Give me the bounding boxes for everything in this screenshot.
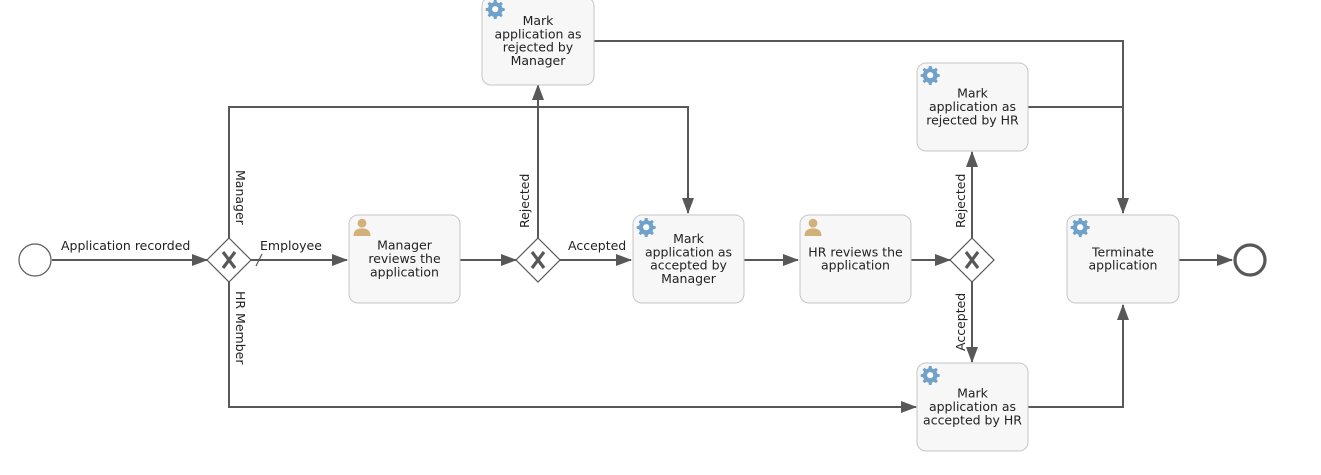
label-hr-rejected: Rejected [953,174,968,228]
task-label-line: rejected by [503,40,574,55]
flow-rejected-mgr-to-terminate [594,40,1129,214]
label-hr-member: HR Member [233,291,248,365]
flow-employee-default-marker [255,253,263,267]
task-box [799,214,912,304]
gear-icon [920,366,940,385]
task-box [916,362,1029,452]
gateway-hr-decision[interactable] [949,237,995,283]
task-label-line: rejected by HR [926,112,1019,127]
task-label-line: Manager [661,271,717,286]
task-box [632,214,745,304]
label-hr-accepted: Accepted [953,293,968,351]
task-label-line: Mark [957,86,989,101]
task-label-line: application [370,264,439,279]
label-manager: Manager [233,170,248,226]
task-label-line: Terminate [1091,244,1154,259]
task-label-line: accepted by [650,258,727,273]
flow-manager-path [228,106,694,238]
flow-labels: Application recorded Employee Manager HR… [61,170,968,365]
task-label-line: application as [494,26,581,41]
task-label-line: reviews the [368,251,441,266]
task-box [916,62,1029,152]
flow-accepted-hr-to-terminate [1028,304,1129,408]
gear-icon [636,218,656,237]
start-event[interactable] [18,243,52,277]
sequence-flows [52,40,1233,413]
task-label-line: Manager [511,53,567,68]
gear-icon [485,0,505,19]
task-label-line: application [1089,258,1158,273]
label-mgr-accepted: Accepted [568,238,626,253]
task-label-line: accepted by HR [923,412,1022,427]
task-label-line: application as [645,244,732,259]
task-label-line: Mark [523,13,555,28]
task-label-line: HR reviews the [808,244,903,259]
task-box [348,214,461,304]
label-mgr-rejected: Rejected [517,174,532,228]
end-event[interactable] [1233,243,1267,277]
task-label-line: application as [929,99,1016,114]
gateway-manager-decision[interactable] [515,237,561,283]
label-application-recorded: Application recorded [61,238,190,253]
task-box [1066,214,1180,304]
task-label-line: application [821,258,890,273]
task-label-line: Mark [673,231,705,246]
task-label-line: application as [929,399,1016,414]
label-employee: Employee [260,238,322,253]
gateway-reviewer-type[interactable] [206,237,252,283]
gear-icon [1070,218,1090,237]
task-box [481,0,595,86]
task-label-line: Manager [377,238,433,253]
flow-hr-member-path [228,282,917,413]
task-label-line: Mark [957,386,989,401]
gear-icon [920,66,940,85]
